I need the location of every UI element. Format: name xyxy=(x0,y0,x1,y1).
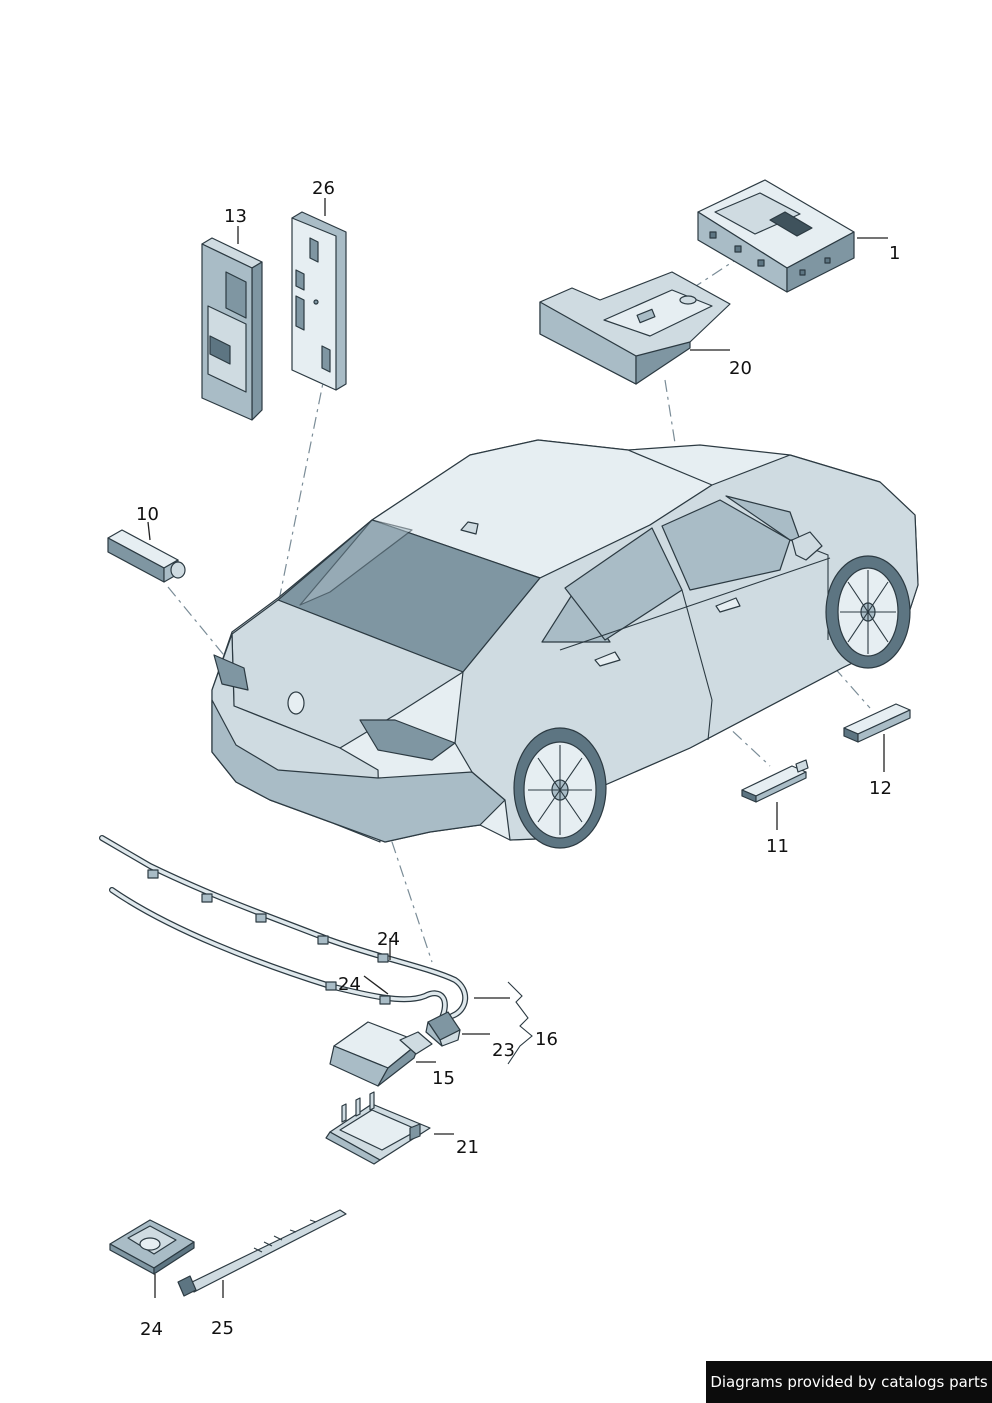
callout-24-harness-lower: 24 xyxy=(338,974,361,995)
callout-25: 25 xyxy=(211,1318,234,1339)
credit-text: Diagrams provided by catalogs parts xyxy=(710,1373,988,1391)
callout-10: 10 xyxy=(136,504,159,525)
part-26-bracket-plate[interactable] xyxy=(291,211,347,391)
callout-24-harness-upper: 24 xyxy=(377,929,400,950)
callout-11: 11 xyxy=(766,836,789,857)
car-body xyxy=(211,439,919,849)
callout-16: 16 xyxy=(535,1029,558,1050)
callout-15: 15 xyxy=(432,1068,455,1089)
callout-23: 23 xyxy=(492,1040,515,1061)
part-20-bracket[interactable] xyxy=(539,271,731,385)
callout-20: 20 xyxy=(729,358,752,379)
part-13-module[interactable] xyxy=(201,237,263,421)
part-21-cover[interactable] xyxy=(325,1091,431,1165)
part-15-control-unit[interactable] xyxy=(329,1021,433,1087)
part-16-wiring-harness[interactable] xyxy=(99,835,533,1065)
callout-21: 21 xyxy=(456,1137,479,1158)
callout-26: 26 xyxy=(312,178,335,199)
part-11-key-antenna[interactable] xyxy=(741,759,809,803)
callout-labels: 1 20 13 26 10 12 11 24 24 16 23 15 21 24… xyxy=(136,178,900,1340)
callout-13: 13 xyxy=(224,206,247,227)
part-1-control-unit[interactable] xyxy=(697,179,855,293)
callout-12: 12 xyxy=(869,778,892,799)
callout-1: 1 xyxy=(889,243,900,264)
part-23-connector[interactable] xyxy=(425,1011,461,1047)
part-24-holder[interactable] xyxy=(109,1219,195,1275)
part-25-cable-tie[interactable] xyxy=(177,1209,347,1297)
leader-lines xyxy=(147,198,888,1298)
credit-badge: Diagrams provided by catalogs parts xyxy=(706,1361,992,1403)
part-10-antenna[interactable] xyxy=(107,529,186,583)
part-12-key-antenna[interactable] xyxy=(843,703,911,743)
callout-24-holder: 24 xyxy=(140,1319,163,1340)
